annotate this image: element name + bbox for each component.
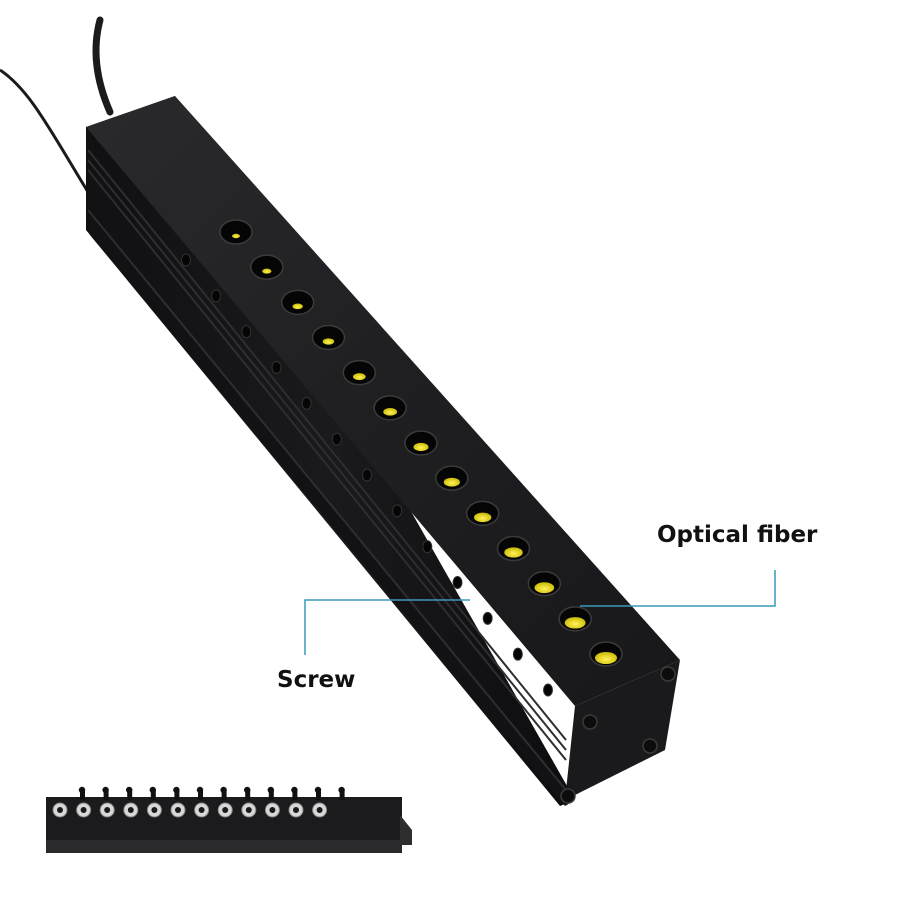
callout-line-fiber	[580, 570, 776, 607]
housing-grooves	[87, 149, 567, 791]
inset-port	[217, 786, 251, 818]
fiber-hole	[342, 359, 377, 386]
fiber-hole	[219, 219, 253, 245]
inset-port	[52, 786, 86, 818]
fiber-hole	[435, 465, 469, 491]
screw-hole	[482, 611, 493, 625]
fiber-hole	[527, 570, 562, 597]
screw-hole	[392, 504, 403, 518]
inset-port	[123, 786, 156, 818]
power-cable	[0, 16, 114, 193]
fiber-hole	[373, 395, 407, 421]
fiber-hole	[404, 430, 438, 456]
inset-port	[146, 786, 180, 818]
inset-port	[288, 786, 322, 818]
fiber-hole	[558, 606, 592, 632]
screw-hole	[452, 576, 463, 589]
screw-hole	[331, 432, 342, 446]
housing-end-cap	[565, 660, 680, 800]
end-cap-screws	[560, 666, 676, 804]
fiber-hole	[311, 324, 346, 351]
inset-port	[76, 786, 109, 818]
inset-port	[264, 786, 298, 818]
screw-hole	[301, 396, 312, 410]
screw-hole	[543, 683, 553, 697]
screw-hole	[181, 253, 191, 267]
fiber-hole	[280, 289, 315, 316]
fiber-hole	[496, 535, 531, 562]
inset-strip	[46, 786, 412, 853]
optical-fiber-holes	[219, 219, 623, 667]
callout-line-screw	[304, 599, 470, 655]
screw-hole	[362, 468, 372, 482]
callout-lines	[304, 570, 776, 655]
screw-hole	[211, 289, 222, 303]
housing-side	[86, 96, 575, 806]
fiber-hole	[250, 254, 284, 280]
inset-port	[194, 786, 227, 818]
screw-label: Screw	[277, 667, 356, 693]
screw-hole	[422, 540, 433, 554]
inset-port	[241, 786, 274, 818]
fiber-hole	[589, 641, 623, 667]
screw-hole	[512, 647, 523, 661]
screw-hole	[241, 325, 252, 339]
inset-port	[312, 786, 345, 818]
optical-fiber-label: Optical fiber	[657, 522, 818, 548]
inset-port	[170, 786, 204, 818]
screw-holes	[181, 253, 553, 697]
inset-port	[99, 786, 133, 818]
screw-hole	[271, 361, 282, 374]
inset-fiber-ports	[52, 786, 345, 818]
fiber-hole	[465, 500, 500, 527]
